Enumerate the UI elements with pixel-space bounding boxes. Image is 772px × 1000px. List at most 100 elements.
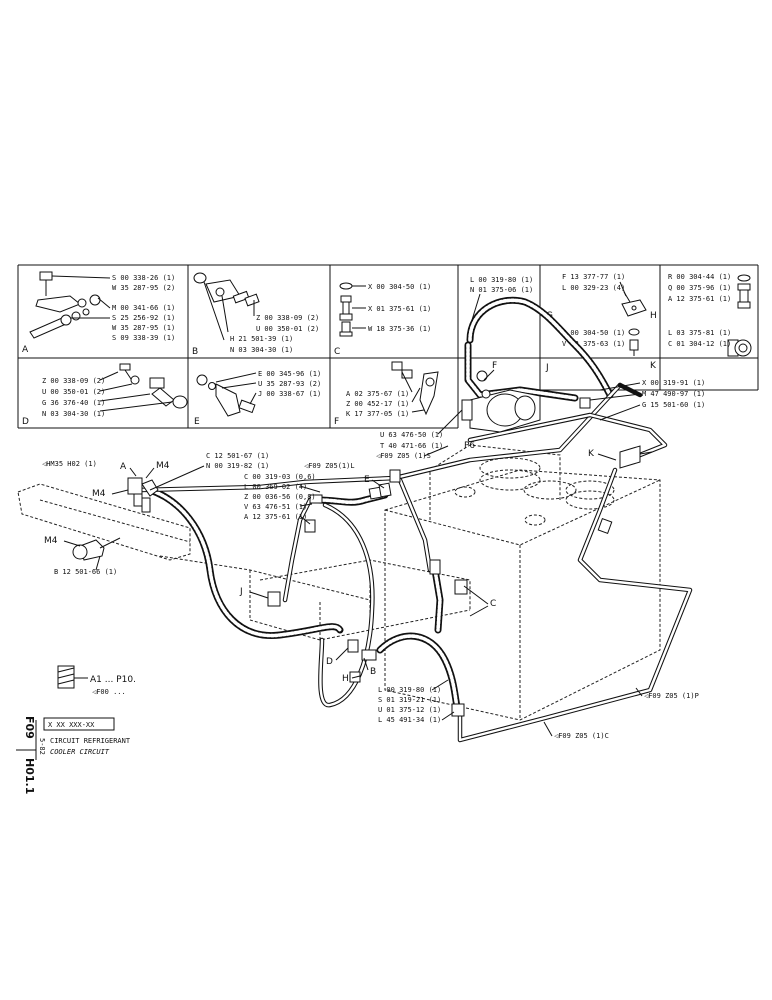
part-number: V 02 375-63 (1) <box>562 340 625 348</box>
bracket-drawing <box>196 374 256 417</box>
bolt-drawing <box>29 271 101 339</box>
panel-h: R 00 304-44 (1) Q 00 375-96 (1) A 12 375… <box>650 273 751 321</box>
part-number: N 03 304-30 (1) <box>42 410 105 418</box>
callout-h: H <box>342 674 349 684</box>
panel-letter: C <box>334 347 340 357</box>
clamp-drawing <box>193 272 260 307</box>
callout-p6: P6 <box>464 441 475 451</box>
hose-vertical <box>431 566 444 634</box>
drawing-number: X XX XXX-XX <box>48 721 95 729</box>
part-number: A 12 375-61 (1) <box>668 295 731 303</box>
ref-f09-p: ◁F09 Z05 (1)P <box>643 692 699 700</box>
hose-left <box>146 486 344 640</box>
part-number: W 35 287-95 (1) <box>112 324 175 332</box>
panel-e: E 00 345-96 (1) U 35 287-93 (2) J 00 338… <box>194 370 321 427</box>
callout-m4: M4 <box>156 461 170 471</box>
filler-cap <box>479 457 541 479</box>
panel-j: X 00 304-50 (1) V 02 375-63 (1) J <box>545 328 640 373</box>
panel-letter: B <box>192 347 198 357</box>
part-number: C 00 319-03 (0,6) <box>244 473 316 481</box>
detail-panel-grid <box>17 264 759 429</box>
panel-letter: K <box>650 361 657 371</box>
date: 5-82 <box>38 738 46 755</box>
panel-g: F 13 377-77 (1) L 00 329-23 (4) G <box>546 273 647 321</box>
part-number: R 00 304-44 (1) <box>668 273 731 281</box>
part-number: Z 00 452-17 (1) <box>346 400 409 408</box>
part-number: X 00 304-50 (1) <box>368 283 431 291</box>
legend-range: A1 ... P10. <box>90 675 136 685</box>
part-number: C 01 304-12 (1) <box>668 340 731 348</box>
part-number: G 36 376-40 (1) <box>42 399 105 407</box>
valve-m4-lower <box>72 537 121 561</box>
part-number: N 00 319-82 (1) <box>206 462 269 470</box>
part-number: W 18 375-36 (1) <box>368 325 431 333</box>
part-number: L 45 491-34 (1) <box>378 716 441 724</box>
part-number: M 00 341-66 (1) <box>112 304 175 312</box>
sheet-number: H01.1 <box>23 758 36 794</box>
bracket-drawing <box>119 363 188 409</box>
legend-ref: ◁F00 ... <box>91 688 126 696</box>
part-number: U 35 287-93 (2) <box>258 380 321 388</box>
panel-c: X 00 304-50 (1) X 01 375-61 (1) W 18 375… <box>334 282 431 357</box>
part-number: J 00 338-67 (1) <box>258 390 321 398</box>
panel-k: L 03 375-81 (1) C 01 304-12 (1) K <box>650 329 752 371</box>
panel-f: A 02 375-67 (1) Z 00 452-17 (1) K 17 377… <box>334 361 439 427</box>
part-number: Z 00 338-09 (2) <box>42 377 105 385</box>
callout-k: K <box>588 449 595 459</box>
title-block: F09 H01.1 5-82 X XX XXX-XX CIRCUIT REFRI… <box>16 716 131 794</box>
callout-b: B <box>370 667 376 677</box>
part-number: Z 00 338-09 (2) <box>256 314 319 322</box>
part-number: L 00 329-23 (4) <box>562 284 625 292</box>
part-number: Z 00 036-56 (0,8) <box>244 493 316 501</box>
panel-letter: A <box>22 345 29 355</box>
part-number: S 09 338-39 (1) <box>112 334 175 342</box>
callout-m4: M4 <box>92 489 106 499</box>
panel-letter: F <box>334 417 339 427</box>
part-number: L 00 319-80 (1) <box>378 686 441 694</box>
tank-outline <box>384 444 661 721</box>
hose-pump <box>464 341 579 402</box>
part-number: Q 00 375-96 (1) <box>668 284 731 292</box>
part-number: A 02 375-67 (1) <box>346 390 409 398</box>
part-number: M 47 490-97 (1) <box>642 390 705 398</box>
callout-f: F <box>492 361 497 371</box>
part-number: U 63 476-50 (1) <box>380 431 443 439</box>
pipe-network <box>137 382 693 743</box>
callout-j: J <box>239 587 243 597</box>
title-fr: CIRCUIT REFRIGERANT <box>50 737 131 745</box>
part-number: N 01 375-06 (1) <box>470 286 533 294</box>
part-number: L 00 369-02 (4) <box>244 483 307 491</box>
part-number: B 12 501-66 (1) <box>54 568 117 576</box>
ref-f09-s: ◁F09 Z05 (1)S <box>375 452 431 460</box>
part-number: T 40 471-66 (1) <box>380 442 443 450</box>
part-number: E 00 345-96 (1) <box>258 370 321 378</box>
callout-a: A <box>120 462 127 472</box>
panel-letter: E <box>194 417 200 427</box>
filter-k <box>619 445 653 469</box>
hose-center <box>314 491 389 506</box>
part-number: H 21 501-39 (1) <box>230 335 293 343</box>
part-number: U 01 375-12 (1) <box>378 706 441 714</box>
part-number: S 00 338-26 (1) <box>112 274 175 282</box>
callout-d: D <box>326 657 333 667</box>
part-number: X 00 304-50 (1) <box>562 329 625 337</box>
valve-m4-upper <box>127 477 159 513</box>
fitting-drawing <box>737 274 751 309</box>
legend: A1 ... P10. ◁F00 ... <box>57 665 136 696</box>
part-number: L 03 375-81 (1) <box>668 329 731 337</box>
pump-assembly <box>461 370 541 433</box>
ref-f09-l: ◁F09 Z05(1)L <box>303 462 355 470</box>
fitting-drawing <box>339 282 353 337</box>
part-number: K 17 377-05 (1) <box>346 410 409 418</box>
callout-m4: M4 <box>44 536 58 546</box>
fitting-drawing <box>391 361 439 416</box>
callouts: ◁HM35 H02 (1) A M4 M4 M4 B 12 501-66 (1)… <box>41 276 705 740</box>
callout-e: E <box>364 475 370 485</box>
hose-bottom <box>376 632 462 716</box>
panel-letter: D <box>22 417 29 427</box>
part-number: G 15 501-60 (1) <box>642 401 705 409</box>
part-number: U 00 350-01 (2) <box>42 388 105 396</box>
part-number: F 13 377-77 (1) <box>562 273 625 281</box>
panel-d: Z 00 338-09 (2) U 00 350-01 (2) G 36 376… <box>22 363 188 427</box>
